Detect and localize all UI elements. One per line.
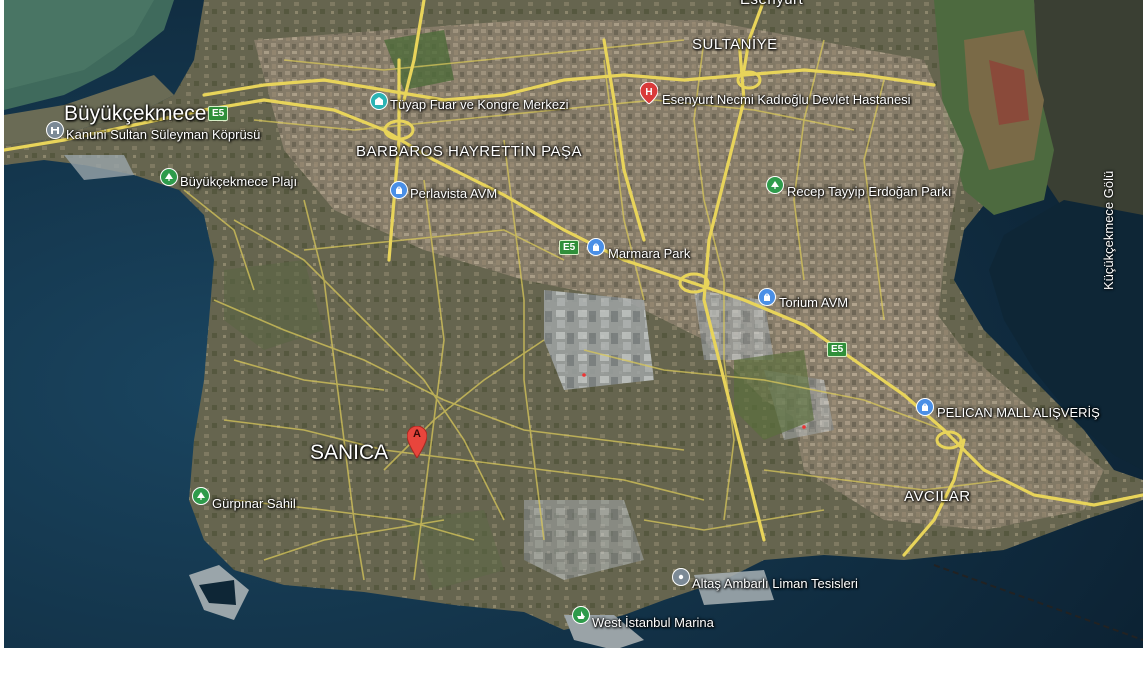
park-pin[interactable]: [192, 487, 210, 505]
shopping-pin[interactable]: [390, 181, 408, 199]
poi-label-tuyap[interactable]: Tüyap Fuar ve Kongre Merkezi: [390, 97, 569, 112]
shopping-pin[interactable]: [916, 398, 934, 416]
hospital-icon: H: [639, 81, 659, 105]
landmark-pin[interactable]: [46, 121, 64, 139]
shopping-bag-icon: [593, 243, 599, 251]
poi-label-torium[interactable]: Torium AVM: [779, 295, 849, 310]
marker-letter: A: [413, 428, 421, 440]
shopping-bag-icon: [922, 403, 928, 411]
area-label-barbaros[interactable]: BARBAROS HAYRETTİN PAŞA: [356, 143, 582, 160]
tree-icon: [197, 492, 205, 500]
road-shield-e5: E5: [559, 240, 580, 255]
poi-label-marina[interactable]: West İstanbul Marina: [592, 615, 714, 630]
poi-label-hastane[interactable]: Esenyurt Necmi Kadıoğlu Devlet Hastanesi: [662, 92, 911, 107]
road-shield-e5: E5: [827, 342, 848, 357]
area-label-kucukcekmece-golu[interactable]: Küçükçekmece Gölü: [1101, 170, 1116, 290]
location-pin-icon: [678, 574, 684, 580]
area-label-avcilar[interactable]: AVCILAR: [904, 488, 971, 505]
tree-icon: [771, 181, 779, 189]
poi-label-gurpinar[interactable]: Gürpınar Sahil: [212, 496, 296, 511]
poi-label-recep[interactable]: Recep Tayyip Erdoğan Parkı: [787, 184, 952, 199]
beach-icon: [165, 173, 173, 181]
poi-label-kanuni[interactable]: Kanuni Sultan Süleyman Köprüsü: [66, 127, 261, 142]
satellite-map[interactable]: E5 E5 E5 Esenyurt SULTANİYE Büyükçekmece…: [4, 0, 1143, 648]
marina-pin[interactable]: [572, 606, 590, 624]
bridge-icon: [51, 127, 59, 134]
area-label-sultaniye[interactable]: SULTANİYE: [692, 36, 778, 53]
poi-label-plaj[interactable]: Büyükçekmece Plajı: [180, 174, 298, 189]
shopping-pin[interactable]: [587, 238, 605, 256]
hospital-pin[interactable]: H: [639, 81, 659, 105]
landmark-pin[interactable]: [672, 568, 690, 586]
area-label-esenyurt[interactable]: Esenyurt: [740, 0, 803, 8]
shopping-bag-icon: [764, 293, 770, 301]
shopping-bag-icon: [396, 186, 402, 194]
venue-pin[interactable]: [370, 92, 388, 110]
road-shield-e5: E5: [208, 106, 229, 121]
poi-label-marmara[interactable]: Marmara Park: [608, 246, 691, 261]
map-imagery: [4, 0, 1143, 648]
poi-label-altas[interactable]: Altaş Ambarlı Liman Tesisleri: [692, 576, 858, 591]
area-label-buyukcekmece[interactable]: Büyükçekmece: [64, 102, 207, 125]
boat-icon: [577, 611, 585, 619]
poi-label-perlavista[interactable]: Perlavista AVM: [410, 186, 498, 201]
svg-text:H: H: [645, 87, 652, 98]
building-icon: [375, 97, 383, 105]
park-pin[interactable]: [160, 168, 178, 186]
poi-label-pelican[interactable]: PELICAN MALL ALIŞVERİŞ: [937, 405, 1100, 420]
park-pin[interactable]: [766, 176, 784, 194]
location-marker-a[interactable]: A: [406, 425, 428, 459]
shopping-pin[interactable]: [758, 288, 776, 306]
area-label-sanica[interactable]: SANICA: [310, 441, 389, 464]
